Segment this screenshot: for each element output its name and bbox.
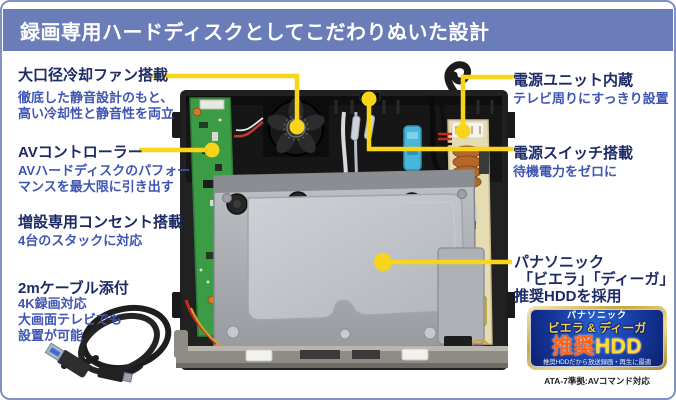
label-panasonic-hdd-line3: 推奨HDDを採用 <box>514 288 622 305</box>
label-2m-cable: 2mケーブル添付 <box>18 280 129 297</box>
fuse-holder <box>403 125 422 171</box>
usb-cable-photo <box>44 305 172 383</box>
internal-photo <box>172 61 515 370</box>
desc-line: 大画面テレビでも <box>18 312 123 327</box>
mounting-bracket <box>437 247 489 351</box>
label-panasonic-hdd-line2: 「ビエラ」「ディーガ」 <box>518 271 675 288</box>
badge-brand: パナソニック <box>566 309 627 320</box>
badge-main-text: 推奨HDD <box>552 335 642 358</box>
section-header: 録画専用ハードディスクとしてこだわりぬいた設計 <box>3 9 673 51</box>
desc-line: 高い冷却性と静音性を両立 <box>18 106 175 121</box>
recommended-hdd-badge-inner: パナソニック ビエラ & ディーガ 推奨HDD 推奨HDDだから放送録画・再生に… <box>530 309 664 367</box>
hdd-plate <box>213 169 477 349</box>
desc-power-switch: 待機電力をゼロに <box>513 164 618 179</box>
ata-compliance-note: ATA-7準拠:AVコマンド対応 <box>544 376 650 386</box>
label-panasonic-hdd-line1: パナソニック <box>514 254 605 271</box>
page-title: 録画専用ハードディスクとしてこだわりぬいた設計 <box>20 21 490 44</box>
desc-line: 4K録画対応 <box>18 296 87 311</box>
desc-expansion-outlet: 4台のスタックに対応 <box>18 233 143 248</box>
desc-line: マンスを最大限に引き出す <box>18 179 174 194</box>
label-cooling-fan: 大口径冷却ファン搭載 <box>18 67 169 84</box>
desc-power-unit: テレビ周りにすっきり設置 <box>513 91 669 106</box>
label-av-controller: AVコントローラー <box>18 144 143 161</box>
desc-line: AVハードディスクのパフォー <box>18 163 191 178</box>
badge-products: ビエラ & ディーガ <box>547 320 647 335</box>
label-power-switch: 電源スイッチ搭載 <box>513 145 634 162</box>
desc-2m-cable: 4K録画対応 大画面テレビでも 設置が可能 <box>18 296 122 344</box>
usb-a-connector <box>44 342 91 378</box>
badge-recommend-text: 推奨 <box>552 334 595 358</box>
recommended-hdd-badge: パナソニック ビエラ & ディーガ 推奨HDD 推奨HDDだから放送録画・再生に… <box>527 306 667 370</box>
label-expansion-outlet: 増設専用コンセント搭載 <box>18 214 184 231</box>
desc-cooling-fan: 徹底した静音設計のもと、 高い冷却性と静音性を両立 <box>18 90 174 122</box>
usb-micro-b-connector <box>97 365 133 383</box>
badge-tagline: 推奨HDDだから放送録画・再生に最適 <box>543 358 651 366</box>
label-power-unit: 電源ユニット内蔵 <box>513 72 634 89</box>
badge-hdd-text: HDD <box>595 334 642 358</box>
desc-line: 徹底した静音設計のもと、 <box>18 90 174 105</box>
power-cable <box>444 61 471 98</box>
desc-line: 設置が可能 <box>18 328 84 343</box>
base-panel <box>174 299 508 368</box>
desc-av-controller: AVハードディスクのパフォー マンスを最大限に引き出す <box>18 163 190 195</box>
